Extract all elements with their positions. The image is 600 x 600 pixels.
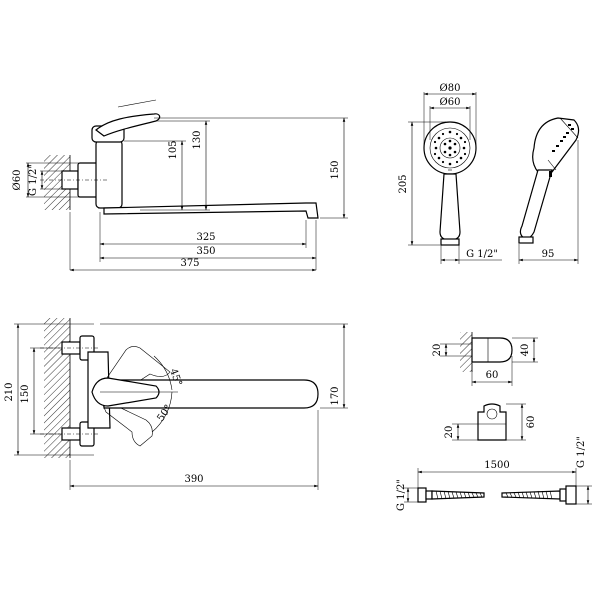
dim-d80: Ø80	[440, 83, 461, 94]
dim-hose-g-right: G 1/2"	[576, 436, 587, 468]
dim-w375: 375	[180, 258, 199, 269]
dim-d60-left: Ø60	[12, 170, 23, 191]
dim-holder-40: 40	[520, 344, 531, 357]
shower-nozzles	[433, 130, 467, 166]
holder-side-body	[471, 337, 513, 363]
dim-g-half-handshower: G 1/2"	[466, 249, 498, 260]
dim-h105: 105	[168, 140, 179, 159]
side-nozzles	[552, 124, 574, 152]
handle-connector-side	[518, 236, 534, 244]
faucet-body-side	[95, 139, 123, 209]
dim-hose-1500: 1500	[484, 460, 509, 471]
hand-shower-handle-side	[519, 169, 553, 239]
hose-end-left	[417, 487, 427, 503]
hose-end-right	[565, 485, 577, 505]
holder-ring	[486, 408, 498, 420]
dim-h210: 210	[4, 382, 15, 401]
dim-w95: 95	[542, 249, 555, 260]
dim-h205: 205	[398, 174, 409, 193]
hand-shower-head-side	[532, 117, 580, 173]
shower-head-inner-ring	[429, 127, 471, 169]
dim-g-half-left: G 1/2"	[28, 164, 39, 196]
faucet-side-view	[40, 99, 319, 219]
dim-h150-front: 150	[20, 384, 31, 403]
shower-hose	[417, 485, 577, 505]
dim-h170: 170	[330, 386, 341, 405]
holder-front-body	[477, 403, 507, 441]
lever-position-45	[99, 346, 171, 397]
hose-dimensions: 1500 G 1/2" G 1/2"	[396, 436, 592, 511]
dim-hose-g-left: G 1/2"	[396, 479, 407, 511]
front-view-dimensions: 210 150 170 390	[4, 323, 348, 490]
spout-side	[103, 202, 319, 219]
lever-handle-side	[95, 113, 161, 137]
dim-holder-20-bottom: 20	[444, 426, 455, 439]
dim-h130: 130	[192, 130, 203, 149]
hose-body-left	[431, 490, 485, 500]
faucet-front-view: 45° 50°	[40, 318, 319, 458]
shower-holder-side: 20 40 60	[432, 332, 538, 386]
dim-holder-60-w: 60	[486, 370, 499, 381]
hand-shower-side	[518, 117, 580, 244]
dim-w350: 350	[196, 246, 215, 257]
hand-shower-handle-front	[439, 173, 461, 241]
dim-w325: 325	[196, 232, 215, 243]
handle-connector-front	[440, 238, 460, 246]
dim-holder-60-h: 60	[526, 416, 537, 429]
dim-holder-20-top: 20	[432, 344, 443, 357]
lever-position-50	[99, 397, 153, 447]
dim-w390: 390	[184, 474, 203, 485]
dim-d60-head: Ø60	[440, 97, 461, 108]
shower-holder-front: 20 60	[444, 403, 537, 441]
hand-shower-side-dimension: 95	[518, 140, 579, 264]
hand-shower-front	[423, 121, 477, 246]
dim-h150-right: 150	[330, 160, 341, 179]
hand-shower-dimensions: Ø80 Ø60 205 G 1/2"	[398, 83, 502, 264]
side-view-dimensions: Ø60 G 1/2" 105 130 150 325 350	[12, 117, 348, 272]
